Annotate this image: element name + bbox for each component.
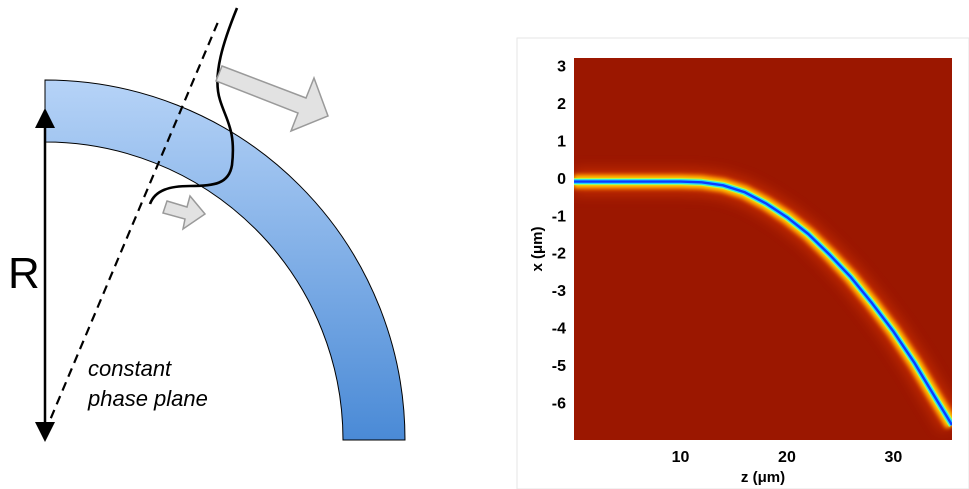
x-tick-label: 30 (885, 449, 903, 466)
beam-core (574, 180, 952, 426)
y-tick-label: -3 (552, 283, 566, 300)
outer-propagation-arrow (215, 65, 329, 133)
y-tick-label: 0 (557, 171, 566, 188)
y-tick-label: -4 (552, 321, 566, 338)
phase-plane-label-line1: constant (88, 356, 172, 381)
y-tick-label: -6 (552, 396, 566, 413)
bent-waveguide (44, 79, 406, 441)
y-tick-label: 1 (557, 133, 566, 150)
x-tick-label: 10 (672, 449, 690, 466)
y-tick-label: 2 (557, 96, 566, 113)
inner-propagation-arrow (162, 194, 207, 231)
x-tick-label: 20 (778, 449, 796, 466)
phase-plane-label-line2: phase plane (87, 386, 208, 411)
y-tick-label: -1 (552, 208, 566, 225)
y-tick-label: 3 (557, 58, 566, 75)
y-axis-ticks: 3 2 1 0 -1 -2 -3 -4 -5 -6 (552, 58, 566, 412)
plot-background (574, 58, 952, 440)
beam-layer (574, 168, 952, 432)
y-tick-label: -5 (552, 358, 566, 375)
radius-label: R (8, 249, 40, 298)
y-tick-label: -2 (552, 246, 566, 263)
bent-waveguide-diagram: R constant phase plane (8, 7, 406, 442)
x-axis-ticks: 10 20 30 (672, 449, 903, 466)
mode-profile-curve (148, 7, 239, 205)
x-axis-label: z (μm) (741, 469, 785, 486)
y-axis-label: x (μm) (529, 226, 546, 271)
